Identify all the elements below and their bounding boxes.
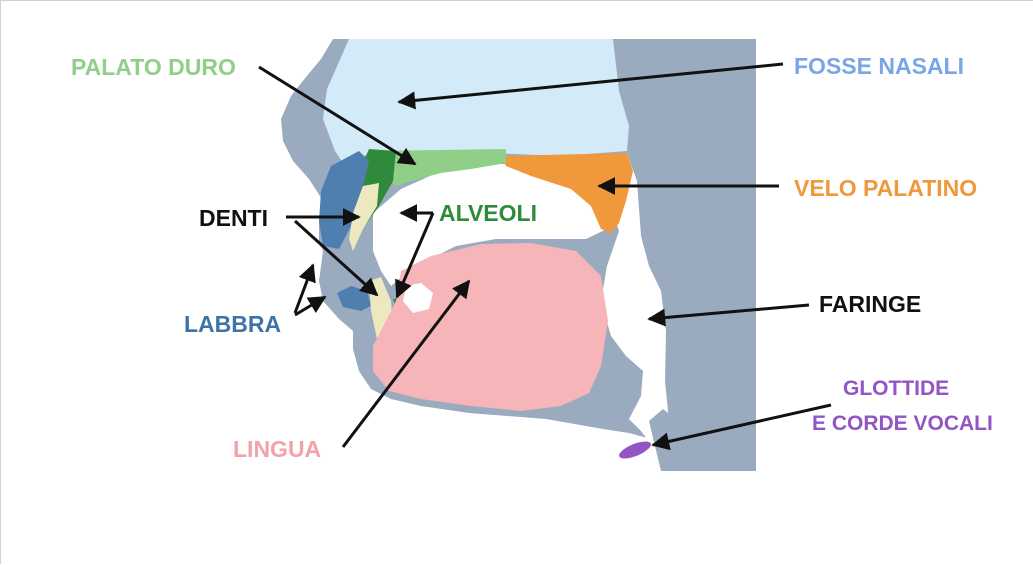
label-velo-palatino: VELO PALATINO <box>794 177 977 200</box>
label-alveoli: ALVEOLI <box>439 202 537 225</box>
vocal-folds-shape <box>617 438 653 462</box>
label-labbra: LABBRA <box>184 313 281 336</box>
label-glottide: GLOTTIDE <box>843 378 949 399</box>
label-denti: DENTI <box>199 207 268 230</box>
label-corde-vocali: E CORDE VOCALI <box>812 413 993 434</box>
label-palato-duro: PALATO DURO <box>71 56 236 79</box>
label-fosse-nasali: FOSSE NASALI <box>794 55 964 78</box>
label-lingua: LINGUA <box>233 438 321 461</box>
label-faringe: FARINGE <box>819 293 921 316</box>
nasal-cavity <box>323 39 629 166</box>
